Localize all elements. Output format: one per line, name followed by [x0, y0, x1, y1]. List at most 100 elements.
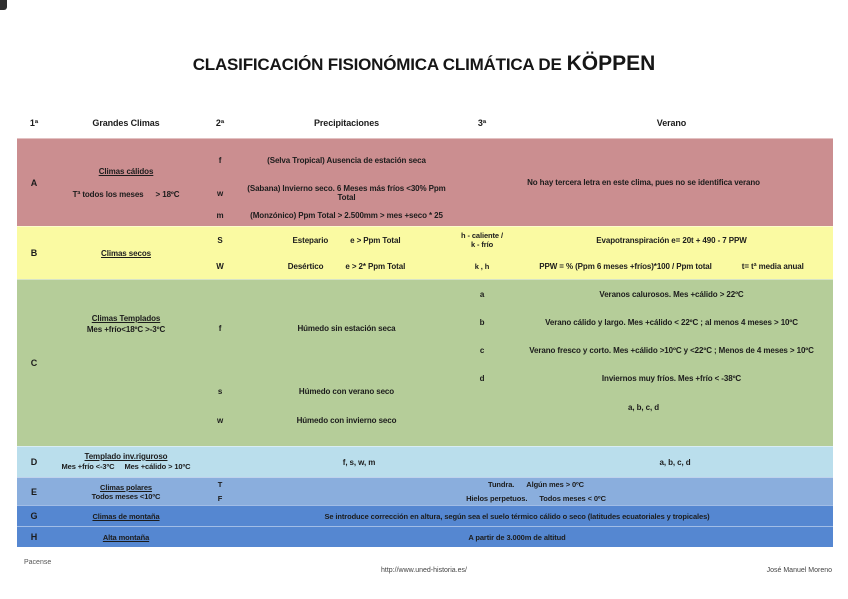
row-C-third-group: a, b, c, d: [627, 402, 659, 412]
header-grandes-climas: Grandes Climas: [92, 118, 160, 128]
row-D-letter: D: [30, 457, 38, 467]
row-A-temp-note: Tª todos los meses > 18ºC: [72, 189, 180, 199]
desc-c: Verano fresco y corto. Mes +cálido >10ºC…: [529, 345, 814, 355]
page-title-emphasis: KÖPPEN: [566, 52, 656, 75]
row-C-letter: C: [30, 358, 38, 368]
code-w: w: [216, 415, 224, 425]
row-E-name: Climas polares: [100, 482, 152, 492]
header-1a: 1ª: [29, 118, 39, 128]
row-C-sub-f: f Húmedo sin estación seca: [201, 280, 454, 376]
code-d: d: [479, 373, 485, 383]
row-C-sub-s: s Húmedo con verano seco: [201, 376, 454, 406]
desc-d: Inviernos muy fríos. Mes +frío < -38ºC: [601, 373, 742, 383]
precip-W: Desértico e > 2* Ppm Total: [287, 261, 406, 271]
code-T: T: [217, 480, 223, 490]
code-s: s: [217, 386, 223, 396]
precip-m: (Monzónico) Ppm Total > 2.500mm > mes +s…: [250, 211, 443, 220]
desc-b: Verano cálido y largo. Mes +cálido < 22º…: [545, 317, 798, 327]
precip-w: (Sabana) Invierno seco. 6 Meses más frío…: [247, 184, 446, 202]
row-E-letter: E: [31, 486, 37, 497]
row-A: A Climas cálidos Tª todos los meses > 18…: [17, 138, 833, 226]
header-verano: Verano: [656, 118, 687, 128]
row-A-name: Climas cálidos: [98, 166, 154, 176]
row-C-third-d: d Inviernos muy fríos. Mes +frío < -38ºC: [454, 364, 833, 392]
code-b: b: [479, 317, 485, 327]
precip-S: Estepario e > Ppm Total: [292, 235, 401, 245]
row-C-subrows: f Húmedo sin estación seca s Húmedo con …: [201, 280, 454, 446]
row-C-name: Climas Templados: [91, 314, 161, 323]
row-G-name: Climas de montaña: [92, 511, 160, 521]
row-B-sub-S: S Estepario e > Ppm Total: [201, 227, 454, 253]
row-C-third-letters: a Veranos calurosos. Mes +cálido > 22ºC …: [454, 280, 833, 446]
row-B-third-letters: h - caliente / k - frío k , h: [454, 227, 510, 279]
row-B-subrows: S Estepario e > Ppm Total W Desértico e …: [201, 227, 454, 279]
row-H-letter: H: [30, 532, 38, 542]
row-H-grandes-climas: Alta montaña: [51, 527, 201, 547]
precip-w: Húmedo con invierno seco: [296, 415, 397, 425]
row-A-sub-m: m (Monzónico) Ppm Total > 2.500mm > mes …: [201, 205, 454, 226]
row-C-grandes-climas: Climas Templados Mes +frío<18ºC >-3ºC: [51, 280, 201, 446]
desc-a: Veranos calurosos. Mes +cálido > 22ºC: [599, 289, 744, 299]
corner-artifact: [0, 0, 7, 10]
code-a: a: [479, 289, 485, 299]
row-G-letter: G: [30, 511, 38, 521]
row-A-subrows: f (Selva Tropical) Ausencia de estación …: [201, 139, 454, 226]
precip-f: Húmedo sin estación seca: [297, 323, 396, 333]
row-G-grandes-climas: Climas de montaña: [51, 506, 201, 526]
row-A-letter: A: [30, 177, 38, 188]
row-H-description: A partir de 3.000m de altitud: [468, 532, 566, 542]
header-3a: 3ª: [477, 118, 487, 128]
code-f: f: [218, 155, 222, 165]
row-D-grandes-climas: Templado inv.riguroso Mes +frío <-3ºC Me…: [51, 447, 201, 477]
row-E-temp-note: Todos meses <10ºC: [91, 491, 161, 501]
row-C-third-c: c Verano fresco y corto. Mes +cálido >10…: [454, 336, 833, 364]
row-B-evapo-formula: Evapotranspiración e= 20t + 490 - 7 PPW: [596, 235, 747, 245]
row-H-name: Alta montaña: [102, 532, 150, 542]
row-D-verano: a, b, c, d: [659, 457, 691, 467]
row-D-precip: f, s, w, m: [342, 457, 376, 467]
row-B-third-hk: h - caliente / k - frío: [461, 231, 503, 249]
row-E-grandes-climas: Climas polares Todos meses <10ºC: [51, 478, 201, 505]
row-A-grandes-climas: Climas cálidos Tª todos los meses > 18ºC: [51, 139, 201, 226]
code-W: W: [216, 261, 224, 271]
row-A-verano-note: No hay tercera letra en este clima, pues…: [527, 178, 760, 187]
code-S: S: [217, 235, 223, 245]
code-c: c: [479, 345, 485, 355]
row-B-grandes-climas: Climas secos: [51, 227, 201, 279]
row-A-sub-w: w (Sabana) Invierno seco. 6 Meses más fr…: [201, 181, 454, 205]
footer-author-note: Pacense: [24, 559, 52, 566]
footer-author: José Manuel Moreno: [766, 567, 832, 574]
row-C-third-b: b Verano cálido y largo. Mes +cálido < 2…: [454, 308, 833, 336]
row-E-codes: T F: [201, 478, 239, 505]
header-precipitaciones: Precipitaciones: [313, 118, 380, 128]
row-B: B Climas secos S Estepario e > Ppm Total…: [17, 226, 833, 279]
row-B-verano: Evapotranspiración e= 20t + 490 - 7 PPW …: [510, 227, 833, 279]
row-G-description: Se introduce corrección en altura, según…: [324, 511, 710, 521]
code-F: F: [217, 493, 223, 503]
row-B-letter: B: [30, 248, 38, 258]
row-H: H Alta montaña A partir de 3.000m de alt…: [17, 526, 833, 547]
page-title-main: CLASIFICACIÓN FISIONÓMICA CLIMÁTICA DE: [192, 55, 562, 74]
row-B-name: Climas secos: [101, 248, 151, 258]
row-C-sub-w: w Húmedo con invierno seco: [201, 406, 454, 434]
table-header: 1ª Grandes Climas 2ª Precipitaciones 3ª …: [17, 108, 833, 138]
precip-s: Húmedo con verano seco: [298, 386, 395, 396]
code-m: m: [216, 211, 224, 220]
row-D-temp-note: Mes +frío <-3ºC Mes +cálido > 10ºC: [61, 462, 191, 471]
code-f: f: [218, 323, 222, 333]
row-E-tundra: Tundra. Algún mes > 0ºC: [488, 480, 584, 490]
row-E-descriptions: Tundra. Algún mes > 0ºC Hielos perpetuos…: [239, 478, 833, 505]
precip-f: (Selva Tropical) Ausencia de estación se…: [267, 155, 426, 165]
row-B-third-kh: k , h: [474, 261, 490, 271]
row-B-ppw-formula: PPW = % (Ppm 6 meses +fríos)*100 / Ppm t…: [539, 261, 804, 271]
code-w: w: [216, 188, 224, 198]
row-E: E Climas polares Todos meses <10ºC T F T…: [17, 477, 833, 505]
row-E-hielos: Hielos perpetuos. Todos meses < 0ºC: [466, 493, 606, 503]
row-D: D Templado inv.riguroso Mes +frío <-3ºC …: [17, 446, 833, 477]
row-G: G Climas de montaña Se introduce correcc…: [17, 505, 833, 526]
koppen-table: 1ª Grandes Climas 2ª Precipitaciones 3ª …: [17, 108, 833, 547]
footer-url: http://www.uned-historia.es/: [381, 567, 467, 574]
row-C-temp-note: Mes +frío<18ºC >-3ºC: [86, 325, 166, 334]
row-A-sub-f: f (Selva Tropical) Ausencia de estación …: [201, 139, 454, 181]
